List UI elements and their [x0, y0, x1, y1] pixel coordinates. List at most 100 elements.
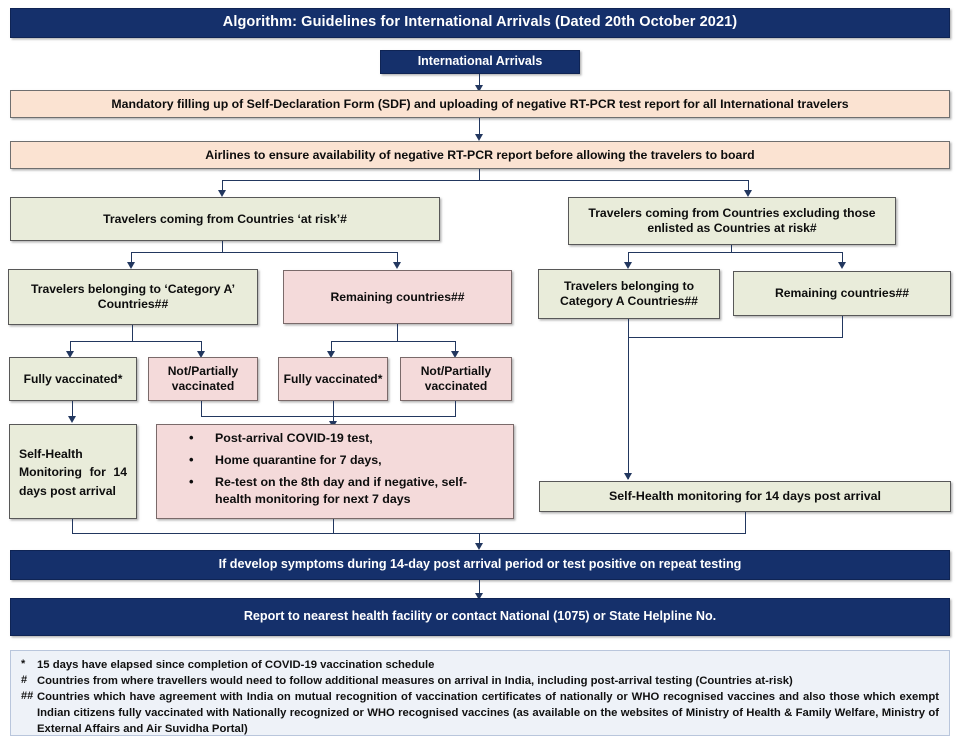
chart-title-bar: Algorithm: Guidelines for International … — [10, 8, 950, 38]
node-countries-at-risk: Travelers coming from Countries ‘at risk… — [10, 197, 440, 241]
connector-airlines-to-excluding — [748, 180, 750, 192]
connector-atrisk-to-remaining — [397, 252, 399, 264]
connector-remaining-left-to-fully — [331, 341, 333, 353]
arrowhead-right-to-shm — [624, 473, 632, 480]
chart-title-text: Algorithm: Guidelines for International … — [222, 14, 738, 31]
node-category-a-right-label: Travelers belonging to Category A Countr… — [560, 279, 698, 308]
node-self-health-monitoring-left-label: Self-Health Monitoring for 14 days post … — [19, 446, 127, 498]
node-category-a-right: Travelers belonging to Category A Countr… — [538, 269, 720, 319]
node-airlines-check: Airlines to ensure availability of negat… — [10, 141, 950, 169]
footnote-text: 15 days have elapsed since completion of… — [37, 659, 435, 671]
connector-shm-left-down — [72, 519, 74, 534]
arrowhead-airlines-to-atrisk — [218, 190, 226, 197]
footnote-marker: * — [21, 658, 26, 670]
footnotes-panel: * 15 days have elapsed since completion … — [10, 650, 950, 736]
connector-atrisk-split-bus — [131, 252, 398, 254]
connector-cat-a-left-bus — [70, 341, 202, 343]
footnote-text: Countries which have agreement with Indi… — [37, 691, 939, 736]
connector-atrisk-stem — [222, 241, 224, 253]
arrowhead-arrivals-to-sdf — [475, 85, 483, 92]
node-category-a-left-label: Travelers belonging to ‘Category A’ Coun… — [30, 282, 236, 311]
connector-bottom-stem — [479, 533, 481, 545]
connector-bullets-down — [333, 519, 335, 534]
node-post-arrival-measures: Post-arrival COVID-19 test, Home quarant… — [156, 424, 514, 519]
list-item: Post-arrival COVID-19 test, — [189, 429, 503, 448]
node-fully-vaccinated-remaining: Fully vaccinated* — [278, 357, 388, 401]
arrowhead-cat-a-left-to-fully — [66, 351, 74, 358]
node-category-a-left: Travelers belonging to ‘Category A’ Coun… — [8, 269, 258, 325]
node-airlines-check-label: Airlines to ensure availability of negat… — [205, 147, 755, 162]
connector-airlines-split-bus — [222, 180, 749, 182]
connector-merge-bus-to-bullets — [201, 416, 456, 418]
node-not-partially-vaccinated-cat-a: Not/Partially vaccinated — [148, 357, 258, 401]
connector-bottom-merge-bus — [72, 533, 746, 535]
post-arrival-measures-list: Post-arrival COVID-19 test, Home quarant… — [157, 421, 513, 523]
footnote-row: * 15 days have elapsed since completion … — [21, 657, 939, 673]
node-remaining-countries-right-label: Remaining countries## — [774, 286, 910, 301]
connector-cat-a-left-stem — [132, 325, 134, 342]
node-remaining-countries-right: Remaining countries## — [733, 271, 951, 316]
arrowhead-excluding-to-cat-a — [624, 262, 632, 269]
footnote-row: # Countries from where travellers would … — [21, 673, 939, 689]
node-self-health-monitoring-right-label: Self-Health monitoring for 14 days post … — [609, 488, 881, 503]
node-symptoms-condition-label: If develop symptoms during 14-day post a… — [218, 557, 742, 572]
connector-right-merge-bus — [628, 337, 843, 339]
list-item: Home quarantine for 7 days, — [189, 451, 503, 470]
connector-cat-a-left-to-notpartial — [201, 341, 203, 353]
connector-symptoms-to-report — [479, 580, 481, 595]
connector-shm-right-down — [745, 512, 747, 534]
node-countries-at-risk-label: Travelers coming from Countries ‘at risk… — [103, 211, 347, 226]
node-countries-excluding-at-risk-label: Travelers coming from Countries excludin… — [588, 206, 876, 235]
connector-notpartial-remaining-down — [455, 401, 457, 417]
connector-fully-cat-a-to-shm — [72, 401, 74, 419]
node-remaining-countries-left: Remaining countries## — [283, 270, 512, 324]
list-item: Re-test on the 8th day and if negative, … — [189, 473, 503, 510]
node-self-declaration-form-label: Mandatory filling up of Self-Declaration… — [111, 96, 849, 111]
node-fully-vaccinated-cat-a-label: Fully vaccinated* — [23, 371, 123, 386]
connector-airlines-to-atrisk — [222, 180, 224, 192]
node-international-arrivals: International Arrivals — [380, 50, 580, 74]
node-fully-vaccinated-remaining-label: Fully vaccinated* — [283, 371, 383, 386]
connector-arrivals-to-sdf — [479, 74, 481, 87]
node-self-declaration-form: Mandatory filling up of Self-Declaration… — [10, 90, 950, 118]
footnote-row: ## Countries which have agreement with I… — [21, 689, 939, 737]
node-report-action-label: Report to nearest health facility or con… — [243, 609, 717, 624]
connector-remaining-left-to-notpartial — [455, 341, 457, 353]
arrowhead-cat-a-left-to-notpartial — [197, 351, 205, 358]
connector-remaining-left-bus — [331, 341, 456, 343]
node-international-arrivals-label: International Arrivals — [417, 54, 543, 69]
connector-fully-remaining-down — [333, 401, 335, 417]
node-not-partially-vaccinated-remaining-label: Not/Partially vaccinated — [420, 364, 492, 393]
arrowhead-atrisk-to-cat-a — [127, 262, 135, 269]
connector-sdf-to-airlines — [479, 118, 481, 136]
arrowhead-fully-cat-a-to-shm — [68, 416, 76, 423]
connector-notpartial-cat-a-down — [201, 401, 203, 417]
footnote-marker: ## — [21, 690, 34, 703]
connector-excluding-stem — [731, 245, 733, 253]
arrowhead-excluding-to-remaining — [838, 262, 846, 269]
connector-atrisk-to-cat-a — [131, 252, 133, 264]
arrowhead-bottom-to-symptoms — [475, 543, 483, 550]
node-self-health-monitoring-right: Self-Health monitoring for 14 days post … — [539, 481, 951, 512]
arrowhead-remaining-left-to-fully — [327, 351, 335, 358]
connector-excluding-split-bus — [628, 252, 843, 254]
footnote-marker: # — [21, 674, 28, 687]
connector-bullets-stem — [333, 416, 335, 424]
connector-cat-a-right-down — [628, 319, 630, 479]
node-report-action: Report to nearest health facility or con… — [10, 598, 950, 636]
connector-excluding-to-remaining — [842, 252, 844, 264]
connector-excluding-to-cat-a — [628, 252, 630, 264]
connector-airlines-stem — [479, 169, 481, 181]
node-not-partially-vaccinated-remaining: Not/Partially vaccinated — [400, 357, 512, 401]
arrowhead-atrisk-to-remaining — [393, 262, 401, 269]
node-symptoms-condition: If develop symptoms during 14-day post a… — [10, 550, 950, 580]
node-fully-vaccinated-cat-a: Fully vaccinated* — [9, 357, 137, 401]
arrowhead-airlines-to-excluding — [744, 190, 752, 197]
node-countries-excluding-at-risk: Travelers coming from Countries excludin… — [568, 197, 896, 245]
connector-remaining-left-stem — [397, 324, 399, 342]
node-not-partially-vaccinated-cat-a-label: Not/Partially vaccinated — [167, 364, 239, 393]
connector-remaining-right-down — [842, 316, 844, 338]
arrowhead-remaining-left-to-notpartial — [451, 351, 459, 358]
footnote-text: Countries from where travellers would ne… — [37, 675, 793, 688]
node-remaining-countries-left-label: Remaining countries## — [330, 289, 465, 304]
